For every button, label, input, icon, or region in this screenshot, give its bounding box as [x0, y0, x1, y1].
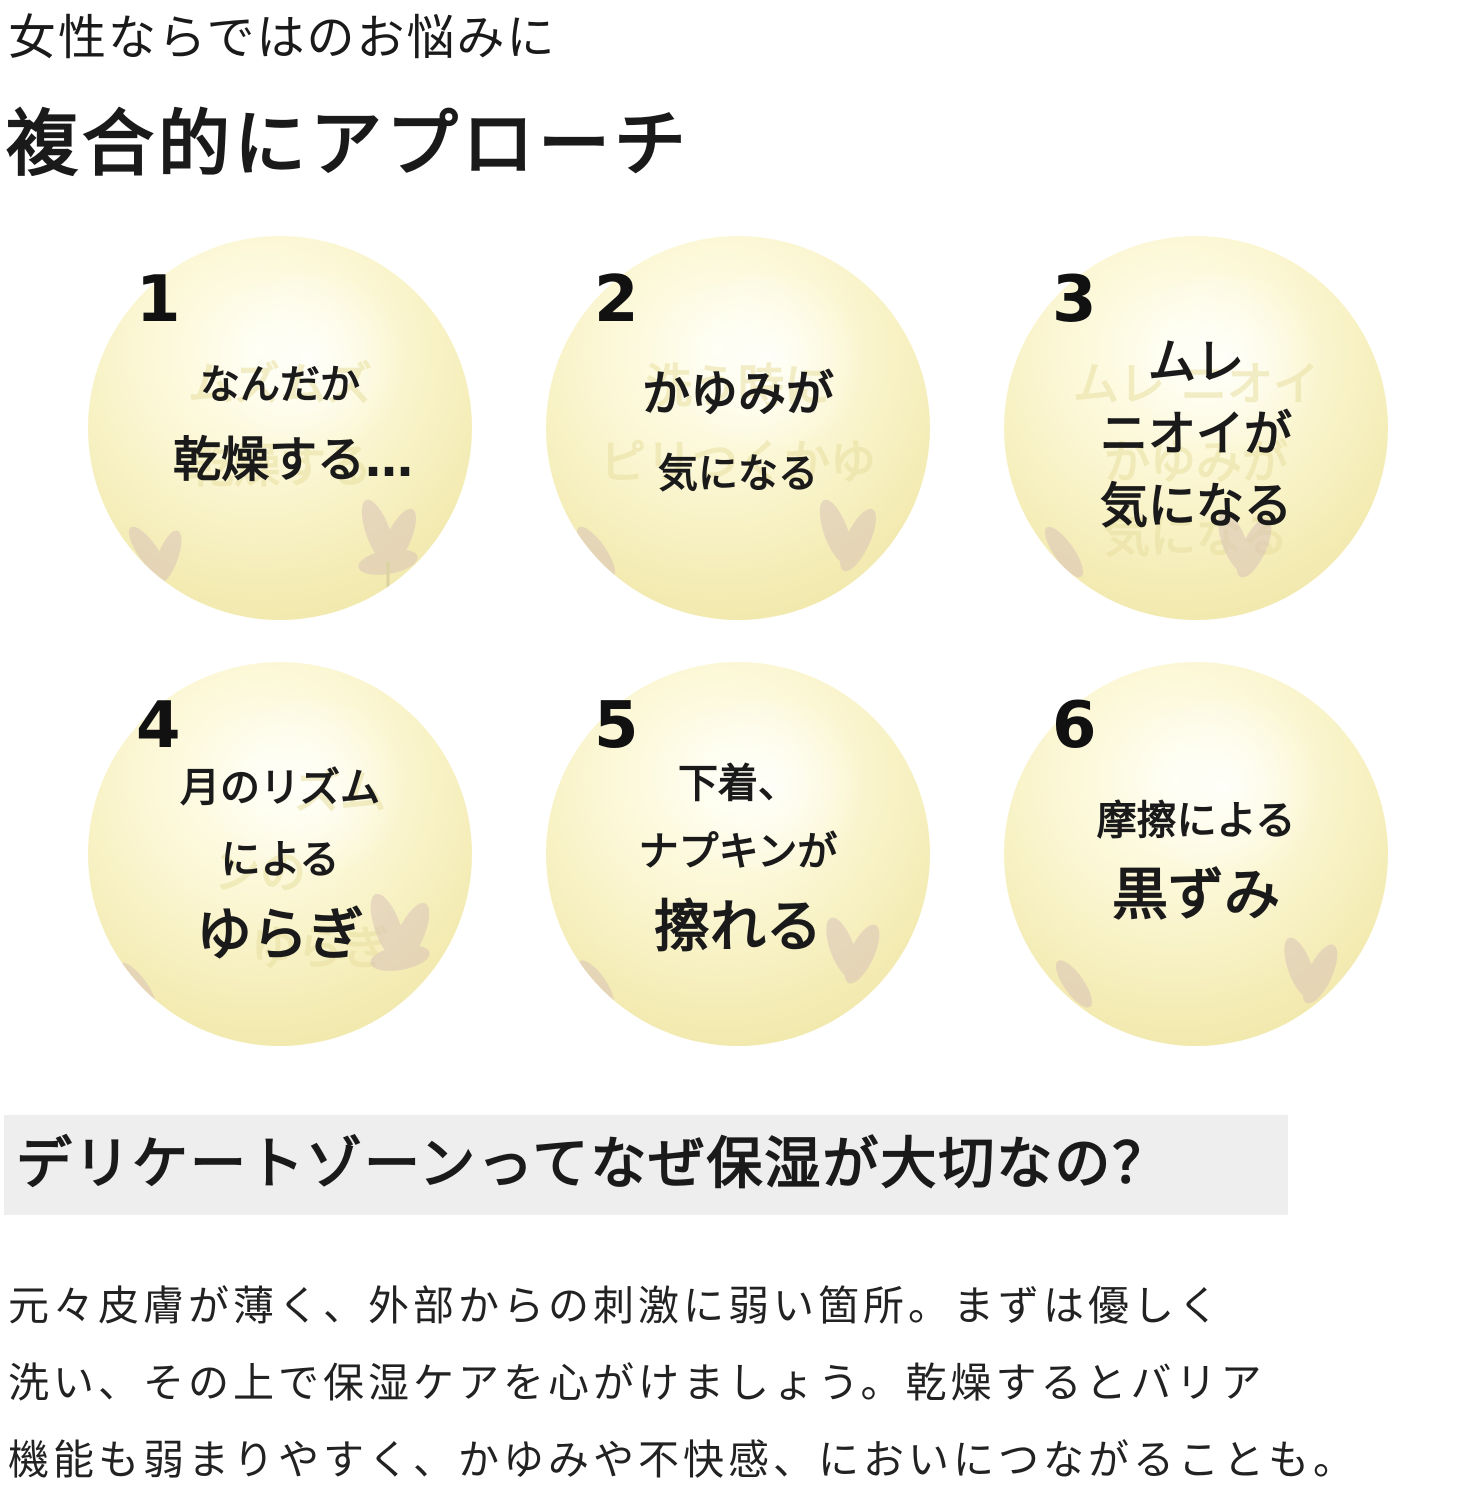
title-line-1: 女性ならではのお悩みに	[8, 10, 557, 66]
concern-line: 下着、	[678, 761, 798, 807]
concern-circle-5	[546, 662, 930, 1046]
concern-line: 黒ずみ	[1112, 863, 1280, 928]
glow	[203, 274, 415, 448]
concern-circle-1: ムズムズ 乾燥する	[88, 236, 472, 620]
ghost-text: 乾燥する	[188, 439, 372, 493]
concern-line: 擦れる	[654, 895, 822, 960]
ghost-text: ゆらぎ	[251, 921, 389, 975]
concern-line: 摩擦による	[1096, 798, 1296, 844]
concern-line: ニオイが	[1099, 406, 1292, 462]
concern-line: 気になる	[1099, 478, 1292, 534]
title-line-2: 複合的にアプローチ	[6, 102, 691, 186]
concern-line: 乾燥する…	[172, 432, 413, 488]
concern-text-2: かゆみが 気になる	[546, 354, 930, 514]
concern-number-1: 1	[136, 263, 181, 337]
body-line: 機能も弱まりやすく、かゆみや不快感、においにつながることも。	[8, 1436, 1358, 1484]
concern-text-4: 月のリズム による ゆらぎ	[88, 752, 472, 976]
ghost-text: 洗う時に	[646, 359, 830, 413]
concern-line: による	[220, 837, 340, 883]
body-line: 洗い、その上で保湿ケアを心がけましょう。乾燥するとバリア	[8, 1359, 1266, 1407]
concern-text-6: 摩擦による 黒ずみ	[1004, 786, 1388, 936]
flower-watermark-icon	[577, 917, 880, 1008]
concern-text-3: ムレ ニオイが 気になる	[1004, 326, 1388, 542]
concern-circle-2: 洗う時に ピリつくかゆ	[546, 236, 930, 620]
glow	[661, 700, 873, 874]
section-body: 元々皮膚が薄く、外部からの刺激に弱い箇所。まずは優しく 洗い、その上で保湿ケアを…	[8, 1268, 1470, 1499]
concern-circle-3: ムレ ニオイ かゆみが 気になる	[1004, 236, 1388, 620]
concern-circle-4: ズム ンの ゆらぎ	[88, 662, 472, 1046]
concern-number-4: 4	[136, 689, 181, 763]
body-line: 元々皮膚が薄く、外部からの刺激に弱い箇所。まずは優しく	[8, 1282, 1223, 1330]
concern-line: 気になる	[658, 451, 818, 497]
glow	[1119, 274, 1331, 448]
ghost-text: ズム	[294, 765, 386, 819]
flower-watermark-icon	[1055, 937, 1338, 1008]
concern-number-5: 5	[594, 689, 639, 763]
concern-number-3: 3	[1052, 263, 1097, 337]
concern-text-5: 下着、 ナプキンが 擦れる	[546, 750, 930, 970]
concern-number-6: 6	[1052, 689, 1097, 763]
ghost-text: ピリつくかゆ	[600, 435, 876, 489]
glow	[661, 274, 873, 448]
concern-line: ムレ	[1147, 334, 1244, 390]
flower-watermark-icon	[1044, 511, 1272, 578]
concern-circle-6	[1004, 662, 1388, 1046]
ghost-text: ムレ ニオイ	[1072, 357, 1319, 411]
section-heading-band: デリケートゾーンってなぜ保湿が大切なの？	[4, 1115, 1288, 1215]
glow	[1119, 700, 1331, 874]
section-heading: デリケートゾーンってなぜ保湿が大切なの？	[16, 1132, 1171, 1197]
concern-line: ゆらぎ	[196, 903, 364, 968]
concern-number-2: 2	[594, 263, 639, 337]
ghost-text: かゆみが	[1104, 435, 1288, 489]
flower-watermark-icon	[576, 499, 877, 578]
concern-line: かゆみが	[641, 366, 834, 422]
ghost-text: ンの	[214, 845, 306, 899]
flower-watermark-icon	[128, 499, 418, 612]
concern-line: なんだか	[200, 362, 360, 408]
concern-text-1: なんだか 乾燥する…	[88, 350, 472, 500]
concern-line: ナプキンが	[638, 829, 838, 875]
ghost-text: ムズムズ	[188, 357, 372, 411]
flower-watermark-icon	[118, 893, 430, 1014]
glow	[203, 700, 415, 874]
concern-line: 月のリズム	[180, 765, 380, 811]
